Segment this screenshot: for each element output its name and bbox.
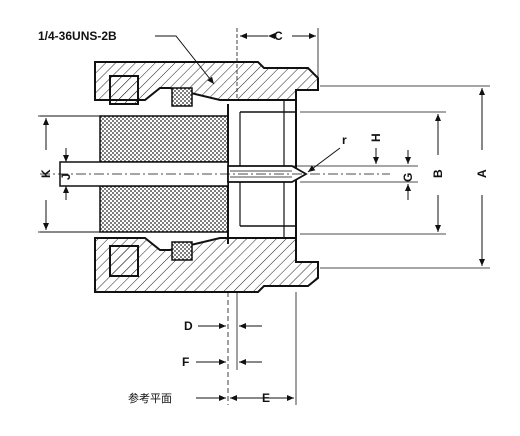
nut-bottom: [109, 245, 139, 277]
dim-j-label: J: [59, 173, 73, 180]
dielectric-bottom: [99, 185, 229, 233]
dim-b-label: B: [431, 169, 445, 178]
reference-plane-label: 参考平面: [128, 391, 172, 405]
dim-e-label: E: [262, 391, 270, 405]
dielectric-top: [99, 115, 229, 163]
dim-a-label: A: [475, 169, 489, 178]
center-pin: [59, 161, 308, 187]
dim-k-label: K: [39, 169, 53, 178]
thread-spec-label: 1/4-36UNS-2B: [38, 29, 117, 43]
nut-top: [109, 75, 139, 105]
dim-f-label: F: [182, 355, 189, 369]
seal-bottom: [171, 241, 193, 261]
dim-d-label: D: [184, 319, 193, 333]
outer-body-bottom: [94, 237, 319, 293]
dim-h-label: H: [369, 133, 383, 142]
seal-top: [171, 87, 193, 107]
dim-c-label: C: [274, 29, 283, 43]
dim-g-label: G: [401, 173, 415, 182]
dim-r-label: r: [342, 133, 347, 147]
